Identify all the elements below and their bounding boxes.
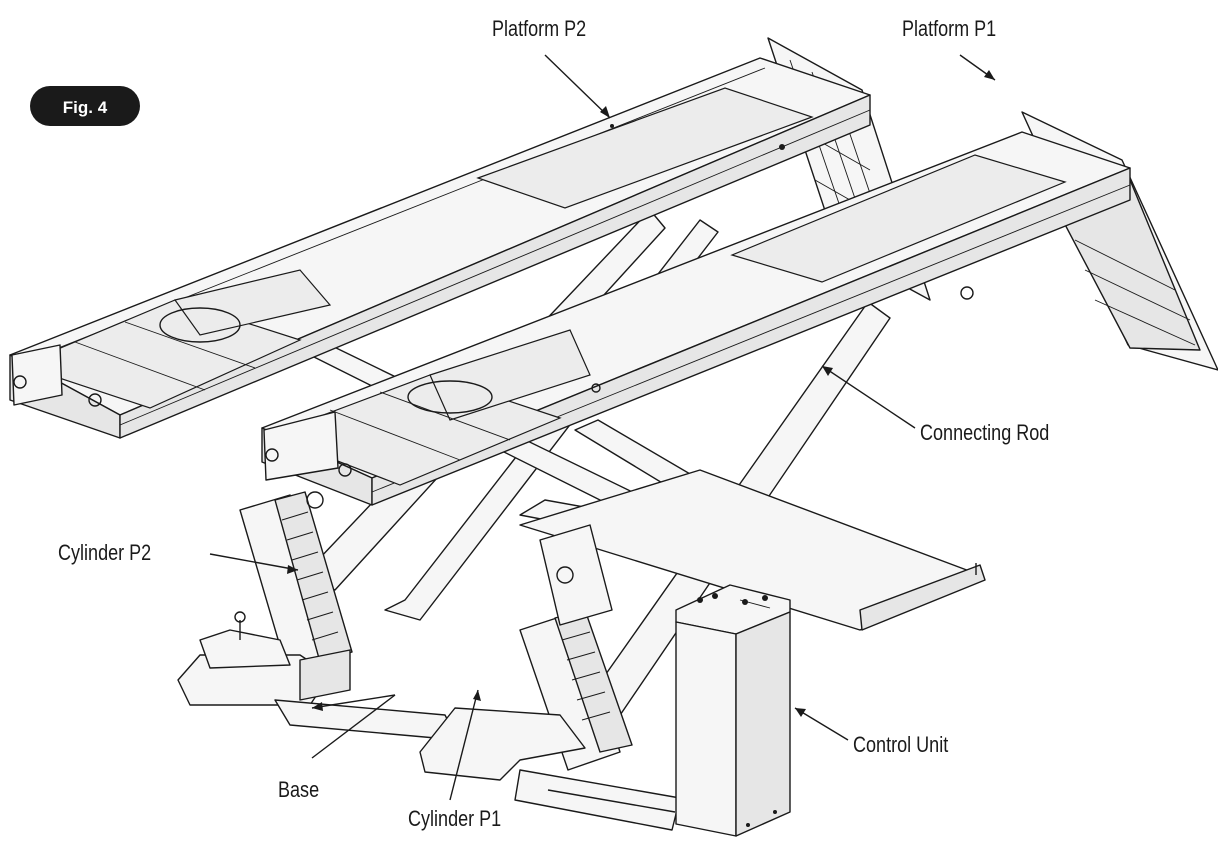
leader-cylinder-p1 — [449, 689, 479, 801]
base-p2 — [177, 611, 459, 741]
label-connecting-rod: Connecting Rod — [920, 421, 1049, 445]
platform-p1 — [261, 131, 1131, 506]
leader-cylinder-p2 — [209, 553, 299, 571]
leader-base-b — [311, 694, 396, 709]
label-platform-p1: Platform P1 — [902, 17, 996, 41]
leader-control-unit — [794, 707, 849, 741]
figure-badge: Fig. 4 — [30, 86, 140, 126]
callout-labels: Platform P2 Platform P1 Connecting Rod C… — [58, 17, 1049, 831]
leader-platform-p2 — [544, 54, 611, 119]
cylinder-p1 — [519, 524, 633, 771]
label-platform-p2: Platform P2 — [492, 17, 586, 41]
leader-base-a — [311, 694, 396, 759]
figure-badge-pill — [30, 86, 140, 126]
label-cylinder-p2: Cylinder P2 — [58, 541, 151, 565]
leader-lines — [209, 54, 996, 801]
figure-badge-label: Fig. 4 — [63, 98, 108, 117]
platform-p2 — [9, 57, 871, 439]
label-control-unit: Control Unit — [853, 733, 949, 757]
control-unit — [675, 584, 791, 837]
label-cylinder-p1: Cylinder P1 — [408, 807, 501, 831]
base-p1 — [419, 707, 681, 831]
leader-connecting-rod — [821, 365, 916, 429]
label-base: Base — [278, 778, 319, 802]
